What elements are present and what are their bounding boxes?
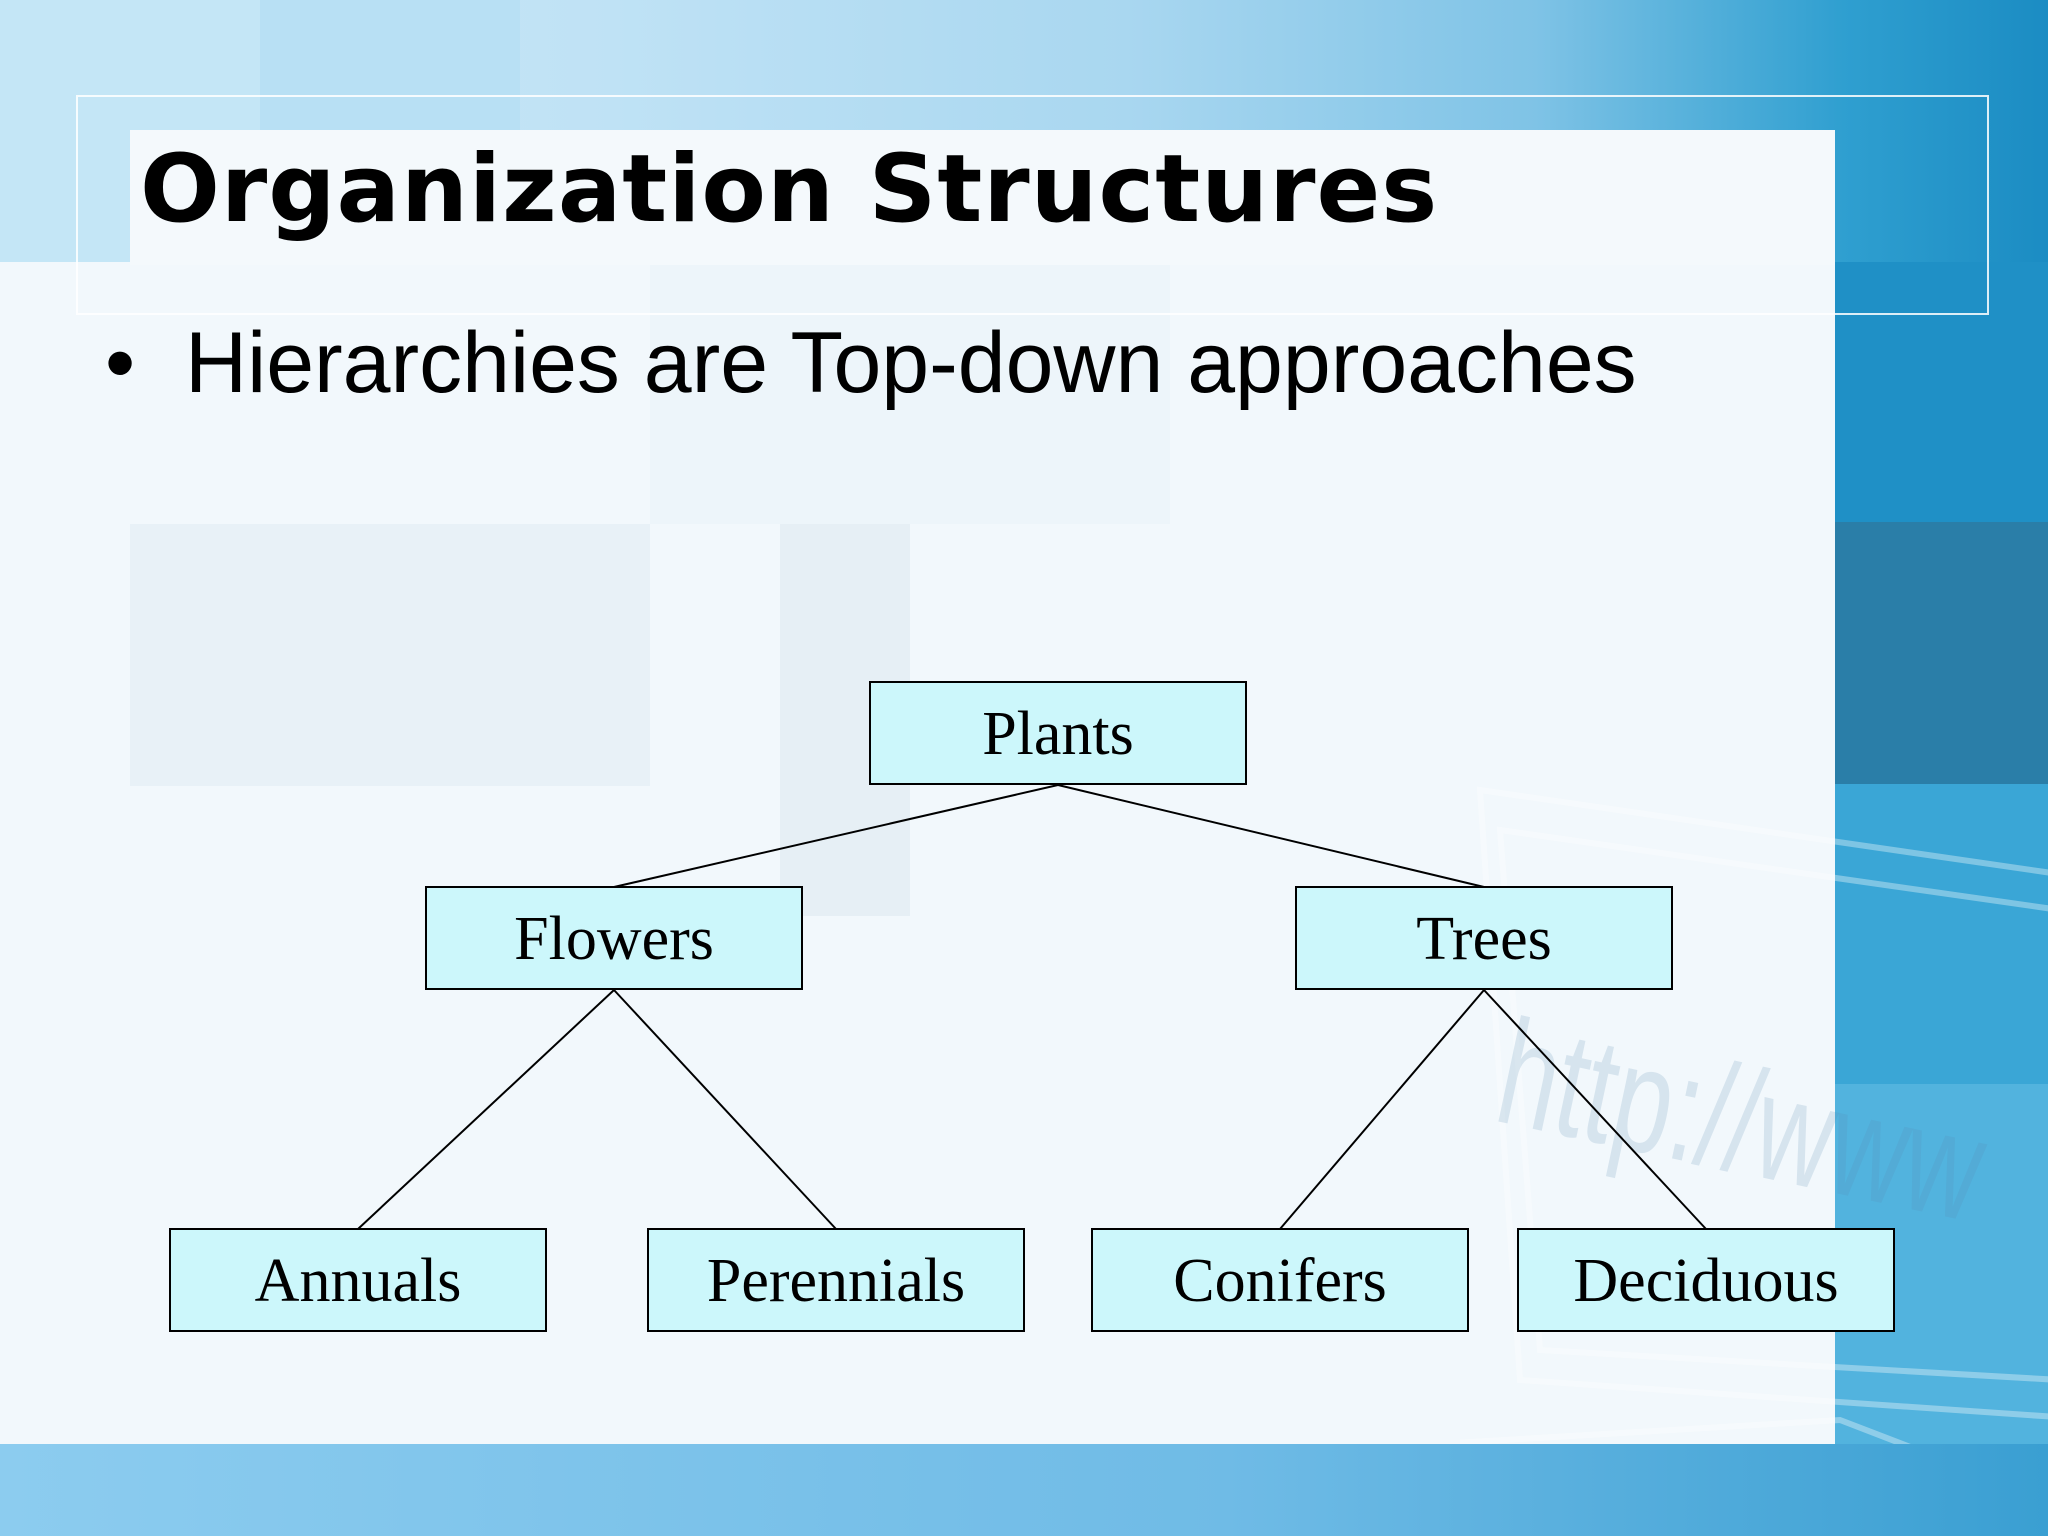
- bullet-text: Hierarchies are Top-down approaches: [185, 315, 1637, 411]
- edge-trees-conifers: [1279, 989, 1485, 1230]
- node-label: Plants: [982, 700, 1134, 768]
- node-deciduous: Deciduous: [1517, 1228, 1895, 1332]
- laptop-watermark-icon: [1460, 786, 2048, 1536]
- bottom-band: [0, 1444, 2048, 1536]
- node-perennials: Perennials: [647, 1228, 1025, 1332]
- background-tile: [260, 0, 520, 130]
- node-annuals: Annuals: [169, 1228, 547, 1332]
- edge-flowers-perennials: [613, 989, 837, 1230]
- node-label: Flowers: [514, 905, 714, 973]
- edge-plants-trees: [1057, 784, 1485, 888]
- node-plants: Plants: [869, 681, 1247, 785]
- panel-shade: [130, 524, 650, 786]
- title-background: [130, 130, 1835, 265]
- background-tile: [1835, 262, 2048, 522]
- edge-plants-flowers: [613, 784, 1059, 888]
- node-label: Conifers: [1173, 1247, 1387, 1315]
- bullet-item: • Hierarchies are Top-down approaches: [105, 308, 1637, 418]
- node-label: Deciduous: [1573, 1247, 1838, 1315]
- node-conifers: Conifers: [1091, 1228, 1469, 1332]
- bullet-icon: •: [105, 315, 136, 411]
- page-title: Organization Structures: [140, 135, 1439, 244]
- edge-trees-deciduous: [1483, 989, 1707, 1230]
- node-label: Annuals: [255, 1247, 462, 1315]
- node-flowers: Flowers: [425, 886, 803, 990]
- background-tile: [1835, 522, 2048, 784]
- panel-shade: [650, 262, 1170, 524]
- node-label: Perennials: [707, 1247, 965, 1315]
- background-tile: [1835, 784, 2048, 1084]
- title-frame: [76, 95, 1989, 315]
- edge-flowers-annuals: [357, 989, 615, 1230]
- node-trees: Trees: [1295, 886, 1673, 990]
- node-label: Trees: [1416, 905, 1552, 973]
